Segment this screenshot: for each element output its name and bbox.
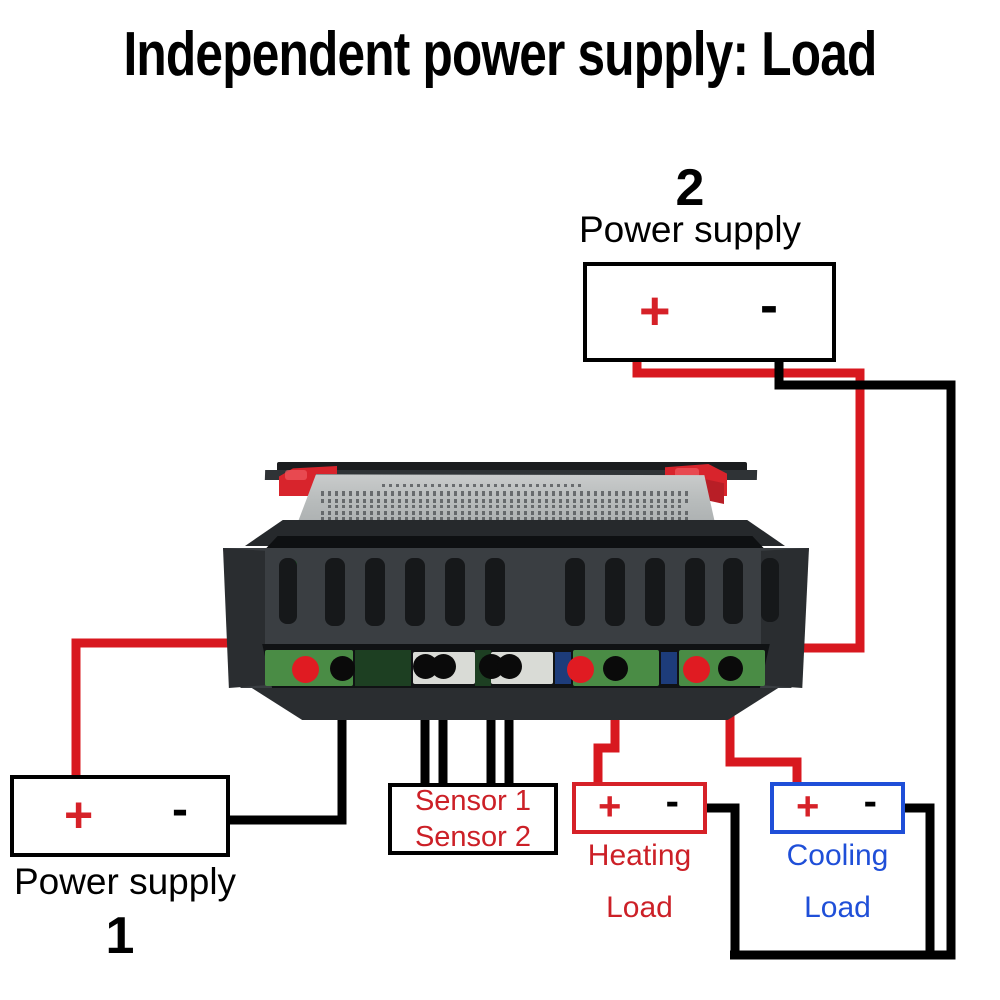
- heating-load-type: Load: [606, 891, 673, 924]
- heating-load-name: Heating: [587, 839, 692, 872]
- cooling-load-plus-terminal: +: [796, 784, 820, 829]
- sensor-labels-box[interactable]: Sensor 1 Sensor 2: [388, 783, 558, 855]
- wire-ps1-negative: [228, 672, 347, 825]
- vent-slot-4: [405, 558, 425, 626]
- power-supply-2-box[interactable]: + -: [583, 262, 836, 362]
- device-left-wall: [223, 548, 265, 688]
- wire-heating-negative: [705, 803, 740, 955]
- sensor-1-label: Sensor 1: [414, 784, 532, 817]
- power-supply-2-label: Power supply: [578, 209, 802, 250]
- wire-cooling-negative: [905, 803, 935, 955]
- heating-load-plus-terminal: +: [598, 784, 622, 829]
- vent-slot-1: [279, 558, 297, 624]
- terminal-pcb-blue-1: [555, 652, 571, 684]
- power-supply-1-minus-terminal: -: [172, 783, 188, 837]
- page-title: Independent power supply: Load: [123, 20, 877, 89]
- terminal-dot-power-negative[interactable]: [330, 656, 355, 681]
- vent-slot-11: [723, 558, 743, 624]
- vent-slot-6: [485, 558, 505, 626]
- vent-slot-5: [445, 558, 465, 626]
- power-supply-2-number: 2: [675, 159, 705, 217]
- sensor-2-label: Sensor 2: [414, 821, 532, 853]
- power-supply-1-plus-terminal: +: [64, 787, 94, 843]
- power-supply-1-box[interactable]: + -: [10, 775, 230, 857]
- terminal-dot-heating-common[interactable]: [567, 656, 594, 683]
- vent-slot-7: [565, 558, 585, 626]
- terminal-dot-sensor2-b[interactable]: [497, 654, 522, 679]
- terminal-dot-sensor1-b[interactable]: [431, 654, 456, 679]
- vent-slot-12: [761, 558, 779, 622]
- vent-slot-10: [685, 558, 705, 626]
- vent-slot-8: [605, 558, 625, 626]
- device-bottom-lip: [251, 688, 779, 720]
- mounting-clip-right-highlight: [675, 468, 699, 478]
- wire-ps2-negative: [730, 362, 956, 960]
- cooling-load-box[interactable]: + -: [770, 782, 905, 834]
- power-supply-1-label: Power supply: [13, 861, 237, 902]
- vent-slot-2: [325, 558, 345, 626]
- cooling-load-name: Cooling: [786, 839, 889, 872]
- vent-slot-3: [365, 558, 385, 626]
- vent-slot-9: [645, 558, 665, 626]
- cooling-load-minus-terminal: -: [863, 779, 877, 824]
- terminal-pcb-left: [355, 650, 411, 686]
- terminal-pcb-blue-2: [661, 652, 677, 684]
- cooling-load-type: Load: [804, 891, 871, 924]
- terminal-dot-power-positive[interactable]: [292, 656, 319, 683]
- terminal-dot-cooling-output[interactable]: [718, 656, 743, 681]
- power-supply-2-plus-terminal: +: [639, 280, 671, 341]
- device-spec-label-text: [313, 482, 699, 527]
- terminal-dot-heating-output[interactable]: [603, 656, 628, 681]
- heating-load-minus-terminal: -: [665, 779, 679, 824]
- heating-load-box[interactable]: + -: [572, 782, 707, 834]
- power-supply-2-minus-terminal: -: [760, 275, 778, 336]
- temperature-controller-device: [205, 448, 825, 728]
- terminal-dot-cooling-common[interactable]: [683, 656, 710, 683]
- power-supply-1-number: 1: [105, 907, 135, 965]
- mounting-clip-left-highlight: [285, 470, 307, 480]
